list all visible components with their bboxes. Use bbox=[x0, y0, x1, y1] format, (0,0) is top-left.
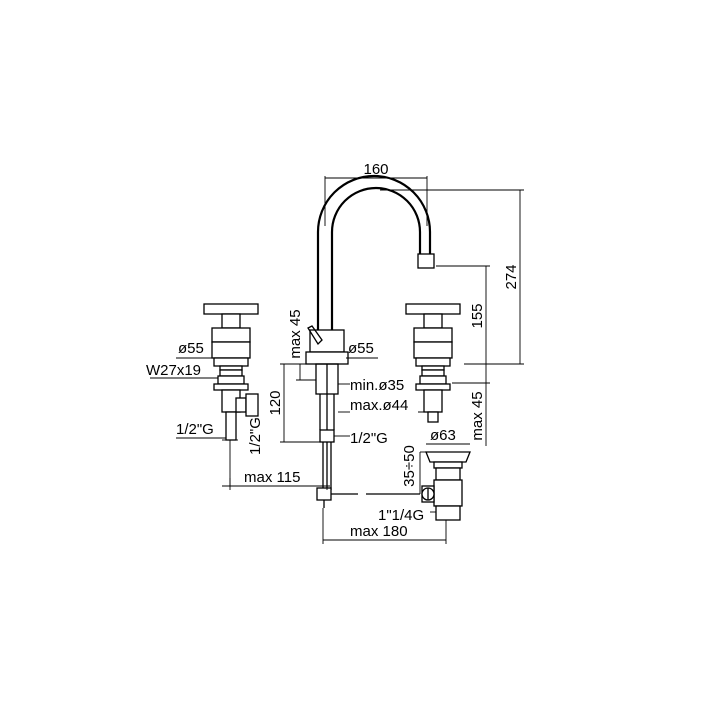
dim-deck-max-right: max 45 bbox=[469, 391, 486, 440]
right-valve bbox=[405, 303, 461, 423]
dim-total-height: 274 bbox=[503, 264, 520, 289]
left-valve bbox=[203, 303, 259, 441]
waste-drain bbox=[421, 451, 471, 521]
dim-waste-thread: 1"1/4G bbox=[378, 507, 424, 524]
dim-spout-base-dia: ø55 bbox=[348, 340, 374, 357]
dim-spout-reach: 160 bbox=[363, 161, 388, 178]
dim-max-115: max 115 bbox=[244, 469, 300, 486]
dimension-lines bbox=[150, 176, 524, 544]
right-cross-handle bbox=[405, 303, 461, 315]
left-inlet-elbow bbox=[245, 393, 259, 417]
spout-lever bbox=[307, 325, 323, 346]
dim-max-180: max 180 bbox=[350, 523, 408, 540]
spout-aerator bbox=[417, 253, 435, 269]
spout-body bbox=[309, 329, 345, 353]
dim-spout-height: 155 bbox=[469, 303, 486, 328]
dim-inlet-left-v: 1/2"G bbox=[247, 417, 264, 455]
dim-deck-max-left: max 45 bbox=[287, 309, 304, 358]
spout-inlet-nut bbox=[319, 429, 335, 443]
dim-waste-range: 35÷50 bbox=[401, 445, 418, 487]
dim-hole-min: min.ø35 bbox=[350, 377, 404, 394]
dim-waste-head-dia: ø63 bbox=[430, 427, 456, 444]
dim-handle-base-dia: ø55 bbox=[178, 340, 204, 357]
dim-hole-max: max.ø44 bbox=[350, 397, 408, 414]
dim-inlet-spout: 1/2"G bbox=[350, 430, 388, 447]
spout-base bbox=[305, 351, 349, 365]
dimension-labels: 160 274 155 max 45 max 45 ø55 ø55 W27x19… bbox=[146, 161, 520, 540]
waste-head bbox=[425, 451, 471, 463]
waste-tail bbox=[435, 505, 461, 521]
left-cross-handle bbox=[203, 303, 259, 315]
dim-inlet-left-h: 1/2"G bbox=[176, 421, 214, 438]
dim-handle-thread: W27x19 bbox=[146, 362, 201, 379]
popup-rod-clamp bbox=[316, 487, 332, 501]
dim-under-deck: 120 bbox=[267, 390, 284, 415]
